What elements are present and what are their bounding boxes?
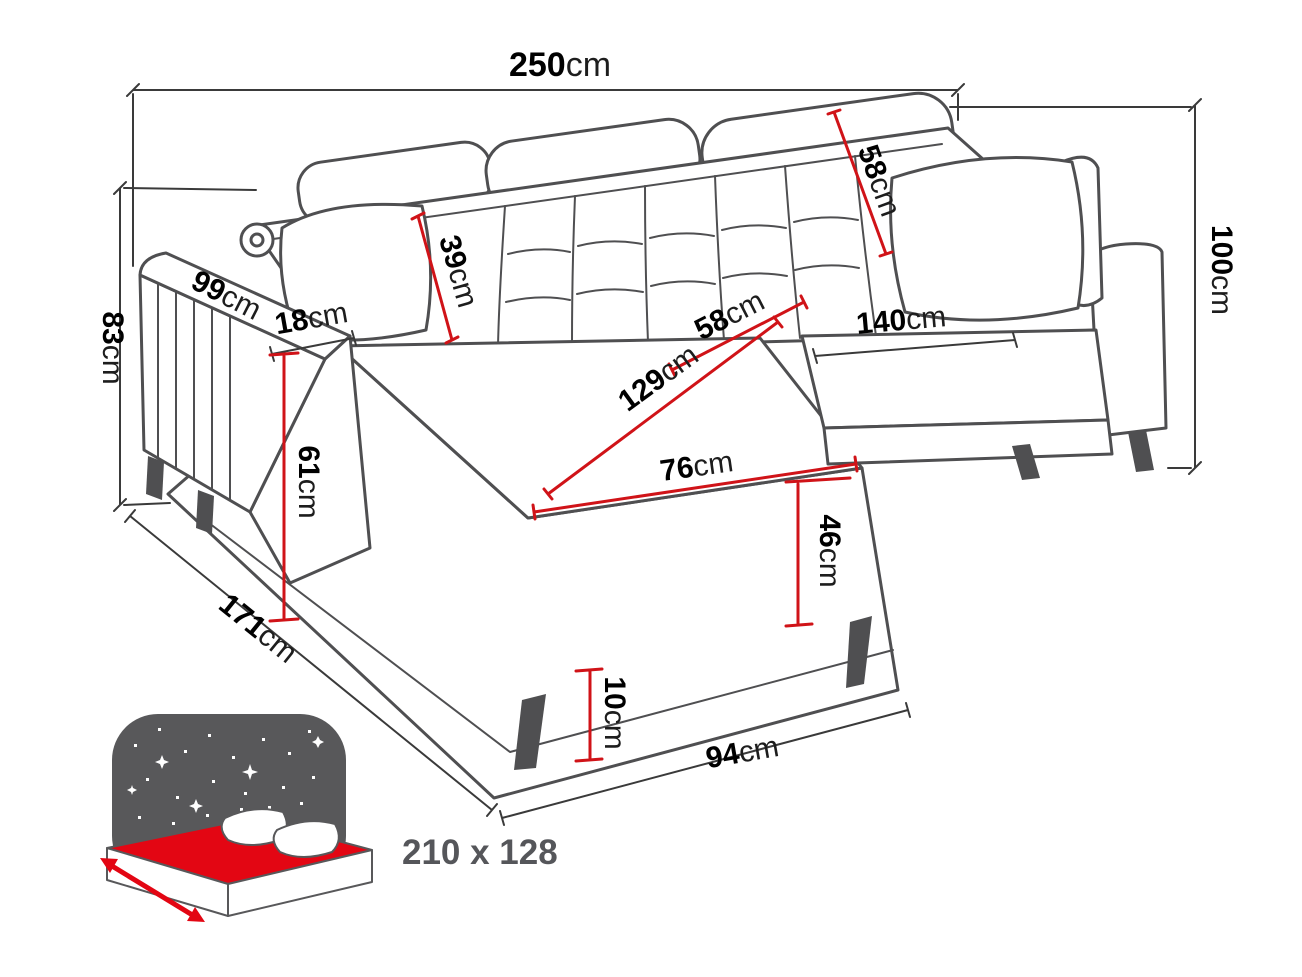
bed-pillow [272, 820, 340, 858]
dimension-value: 94 [703, 737, 742, 775]
measure-headrest [410, 211, 460, 345]
seat-front-face [822, 418, 1114, 466]
sofa-drawing [138, 91, 1168, 800]
dimension-leg-height: 10cm [598, 676, 631, 749]
dimension-overall-width: 250cm [509, 46, 611, 84]
pullout-arrow-line [110, 863, 196, 919]
tuft-pinches-upper [507, 216, 859, 255]
dimension-value: 100 [1205, 225, 1238, 275]
chaise-base-seams [204, 519, 894, 753]
leg [514, 694, 546, 770]
dimension-unit: cm [1205, 275, 1238, 315]
pillow-right-front [889, 156, 1085, 322]
left-armrest-slats [157, 282, 231, 501]
dimension-unit: cm [905, 300, 948, 336]
dimension-value: 140 [855, 304, 908, 341]
dimension-value: 10 [598, 676, 631, 709]
dimension-lines [113, 83, 1202, 826]
chaise-seat [336, 336, 864, 520]
dimension-value: 61 [292, 445, 325, 478]
tufting [497, 155, 877, 347]
dimension-unit: cm [96, 345, 129, 385]
backrest-scroll-center [249, 232, 265, 248]
dim-line-left-height [113, 181, 257, 512]
dimension-unit: cm [736, 730, 781, 769]
tuft-seams [497, 155, 877, 347]
red-measure-lines [268, 108, 894, 763]
dimension-right-height: 100cm [1205, 225, 1238, 315]
leg [196, 490, 214, 534]
pullout-arrow [100, 858, 205, 922]
tuft-pinches-lower [505, 264, 860, 303]
dimension-unit: cm [813, 548, 846, 588]
measure-seat-depth [667, 294, 809, 378]
dimension-value: 18 [272, 303, 311, 341]
dimension-armrest-width: 18cm [272, 296, 350, 341]
dim-line-side-length [124, 509, 498, 817]
dimension-unit: cm [292, 479, 325, 519]
dimension-unit: cm [598, 710, 631, 750]
left-armrest-top-face [138, 251, 352, 361]
dimension-armrest-height: 61cm [292, 445, 325, 518]
dimension-unit: cm [566, 46, 611, 84]
dimension-value: 76 [658, 451, 696, 488]
bed-mattress [106, 808, 373, 917]
sofa-legs [146, 430, 1154, 770]
sleeping-area-size: 210 x 128 [402, 833, 558, 872]
leg [146, 456, 164, 500]
dim-line-front-width [499, 702, 911, 826]
measure-leg-height [574, 667, 604, 763]
measure-chaise-length [542, 315, 784, 501]
dimension-front-width: 94cm [703, 730, 781, 775]
dimension-chaise-width: 76cm [658, 445, 735, 488]
pullout-arrow-heads [100, 858, 205, 922]
leg [846, 616, 872, 688]
dimension-value: 46 [813, 514, 846, 547]
dimension-value: 250 [509, 46, 566, 84]
leg [1012, 444, 1040, 480]
dimension-value: 83 [96, 311, 129, 344]
dimension-unit: cm [691, 445, 735, 483]
sleeping-area-icon: 210 x 128 [100, 714, 558, 922]
mattress-front-right [227, 849, 373, 917]
dim-line-right-height [949, 98, 1202, 475]
measure-base-height [784, 476, 852, 628]
leg [1128, 430, 1154, 472]
dim-line-overall-width [126, 83, 965, 267]
dimension-base-height: 46cm [813, 514, 846, 587]
measure-backrest [826, 108, 894, 258]
dim-line-seat-width [812, 332, 1018, 364]
dimension-unit: cm [305, 296, 350, 335]
dimension-seat-width: 140cm [855, 300, 948, 341]
dimension-left-height: 83cm [96, 311, 129, 384]
measure-chaise-width [531, 455, 859, 521]
measure-armrest-height [268, 351, 300, 623]
